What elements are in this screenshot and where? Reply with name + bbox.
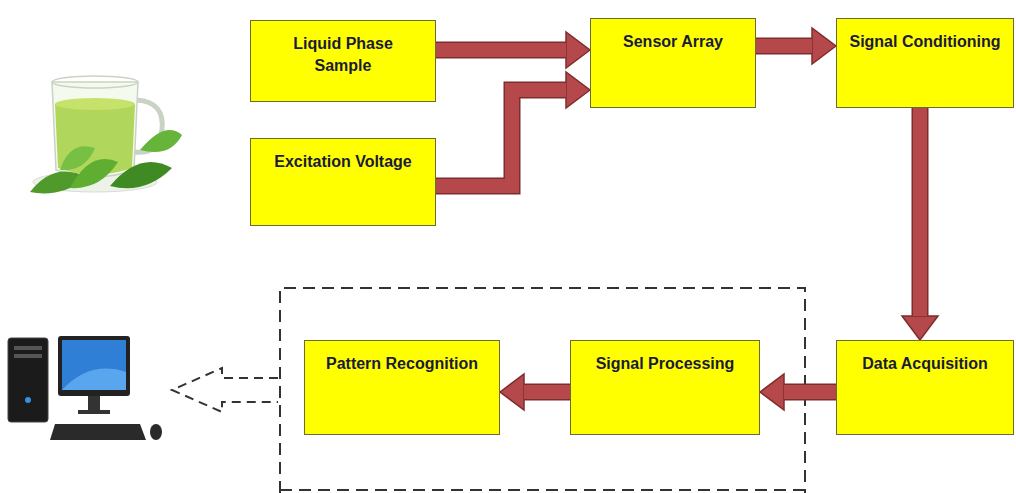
arrow-shaft [436,90,566,186]
arrow-shaft-outline [436,90,566,186]
arrow-shaft [756,39,812,53]
arrow-shaft [784,385,836,399]
arrow-head [760,374,784,410]
flow-arrow [436,72,590,186]
arrow-shaft [913,108,927,316]
arrow-shaft-outline [524,384,570,401]
process-box: Excitation Voltage [250,138,436,226]
arrow-head [812,28,836,64]
box-label: Sensor Array [623,31,723,53]
box-label: Data Acquisition [862,353,988,375]
dashed-output-arrow [172,368,278,412]
arrow-shaft-outline [912,108,929,316]
computer-illustration [8,336,162,440]
arrow-shaft-outline [784,384,836,401]
box-label: Pattern Recognition [326,353,478,375]
process-box: Pattern Recognition [304,340,500,435]
arrow-head [500,374,524,410]
arrow-shaft-outline [436,42,566,59]
arrow-head [902,316,938,340]
box-label: Signal Conditioning [849,31,1000,53]
box-label: Liquid Phase Sample [281,33,405,76]
flow-arrow [756,28,836,64]
box-label: Excitation Voltage [274,151,412,173]
process-box: Signal Processing [570,340,760,435]
flow-arrow [760,374,836,410]
flow-arrow [902,108,938,340]
arrow-head [566,32,590,68]
arrow-shaft-outline [756,38,812,55]
arrow-shaft [436,43,566,57]
arrow-head [566,72,590,108]
dashed-enclosure [280,288,805,493]
process-box: Sensor Array [590,18,756,108]
process-box: Data Acquisition [836,340,1014,435]
tea-cup-illustration [30,76,182,193]
process-box: Signal Conditioning [836,18,1014,108]
box-label: Signal Processing [596,353,735,375]
arrow-shaft [524,385,570,399]
flow-arrow [500,374,570,410]
flow-arrow [436,32,590,68]
process-box: Liquid Phase Sample [250,20,436,102]
